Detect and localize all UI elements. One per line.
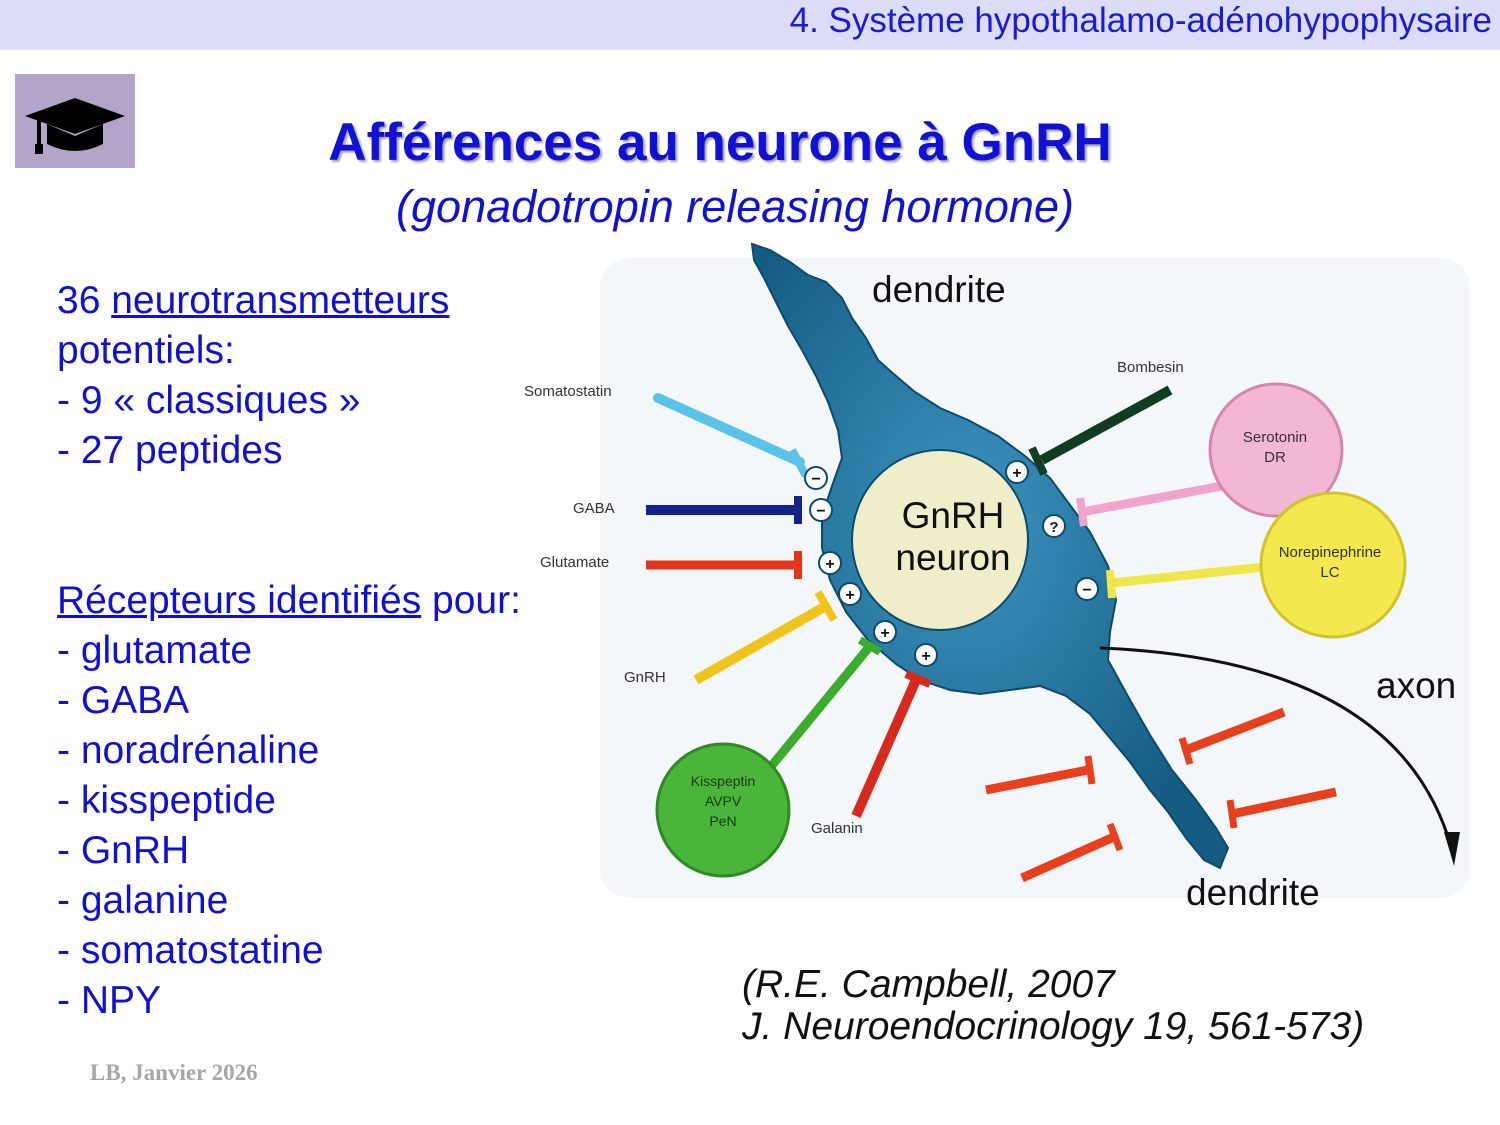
page-title: Afférences au neurone à GnRH <box>328 113 1112 172</box>
gaba-label: GABA <box>573 500 615 517</box>
count-prefix: 36 <box>57 279 112 322</box>
gnrh-input <box>693 590 838 685</box>
serotonin-label-2: DR <box>1264 449 1286 466</box>
kisspeptin-input <box>655 636 883 878</box>
left-text-block: 36 neurotransmetteurs potentiels: - 9 « … <box>57 276 521 1026</box>
neuron-nucleus <box>851 449 1029 631</box>
page-subtitle: (gonadotropin releasing hormone) <box>396 181 1074 232</box>
list-item-classic: - 9 « classiques » <box>57 379 361 422</box>
list-item: - NPY <box>57 979 162 1022</box>
badge-box <box>15 74 135 168</box>
svg-text:−: − <box>1082 582 1091 599</box>
axon-label: axon <box>1376 665 1456 706</box>
kisspeptin-label-2: AVPV <box>705 793 742 809</box>
receptors-link: Récepteurs identifiés <box>57 579 422 622</box>
citation-line2: J. Neuroendocrinology 19, 561-573) <box>742 1005 1365 1048</box>
dendrite-top-label: dendrite <box>872 269 1006 310</box>
gaba-input <box>646 496 802 524</box>
kisspeptin-label-1: Kisspeptin <box>691 773 756 789</box>
list-item: - glutamate <box>57 629 253 672</box>
svg-text:+: + <box>880 625 889 642</box>
kisspeptin-label-3: PeN <box>709 813 736 829</box>
neuron-label-line2: neuron <box>895 537 1010 578</box>
neurotransmitters-link: neurotransmetteurs <box>111 279 450 322</box>
glutamate-input <box>646 551 802 579</box>
list-item: - somatostatine <box>57 929 324 972</box>
svg-text:?: ? <box>1049 519 1058 536</box>
serotonin-input <box>1076 382 1344 527</box>
bombesin-input <box>1028 385 1173 476</box>
receptors-heading: Récepteurs identifiés pour: <box>57 576 521 626</box>
list-item: - GnRH <box>57 829 190 872</box>
list-item: - noradrénaline <box>57 729 320 772</box>
axon-arrowhead <box>1444 832 1460 866</box>
list-item: - kisspeptide <box>57 779 276 822</box>
norepinephrine-label-1: Norepinephrine <box>1279 544 1382 561</box>
list-item: - galanine <box>57 879 229 922</box>
bombesin-label: Bombesin <box>1117 359 1184 376</box>
glutamate-label: Glutamate <box>540 554 609 571</box>
svg-text:+: + <box>825 556 834 573</box>
dendrite-bottom-label: dendrite <box>1186 872 1320 913</box>
gnrh-label: GnRH <box>624 669 666 686</box>
footer-credit: LB, Janvier 2026 <box>90 1060 258 1085</box>
svg-text:+: + <box>921 648 930 665</box>
galanin-label: Galanin <box>811 820 863 837</box>
svg-text:+: + <box>1012 465 1021 482</box>
list-item-peptides: - 27 peptides <box>57 429 283 472</box>
svg-text:−: − <box>811 471 820 488</box>
section-title: 4. Système hypothalamo-adénohypophysaire <box>789 1 1492 40</box>
count-line: 36 neurotransmetteurs <box>57 276 521 326</box>
npy-inputs <box>985 707 1337 883</box>
count-suffix: potentiels: <box>57 329 235 372</box>
somatostatin-input <box>653 393 810 478</box>
citation-line1: (R.E. Campbell, 2007 <box>742 963 1115 1006</box>
svg-text:+: + <box>845 587 854 604</box>
svg-text:−: − <box>816 503 825 520</box>
norepinephrine-input <box>1106 491 1407 639</box>
gnrh-neuron-diagram: GnRH neuron <box>524 242 1470 913</box>
receptors-suffix: pour: <box>421 579 521 622</box>
synapse-sign-markers: − − + + + + + ? − <box>804 460 1099 667</box>
neuron-label-line1: GnRH <box>902 495 1005 536</box>
norepinephrine-label-2: LC <box>1320 564 1339 581</box>
graduation-cap-icon <box>25 98 125 154</box>
citation: (R.E. Campbell, 2007 J. Neuroendocrinolo… <box>742 964 1364 1048</box>
list-item: - GABA <box>57 679 190 722</box>
somatostatin-label: Somatostatin <box>524 383 612 400</box>
serotonin-label-1: Serotonin <box>1243 429 1307 446</box>
galanin-input <box>851 670 932 819</box>
axon-line <box>1099 646 1454 851</box>
header-band <box>0 0 1500 50</box>
